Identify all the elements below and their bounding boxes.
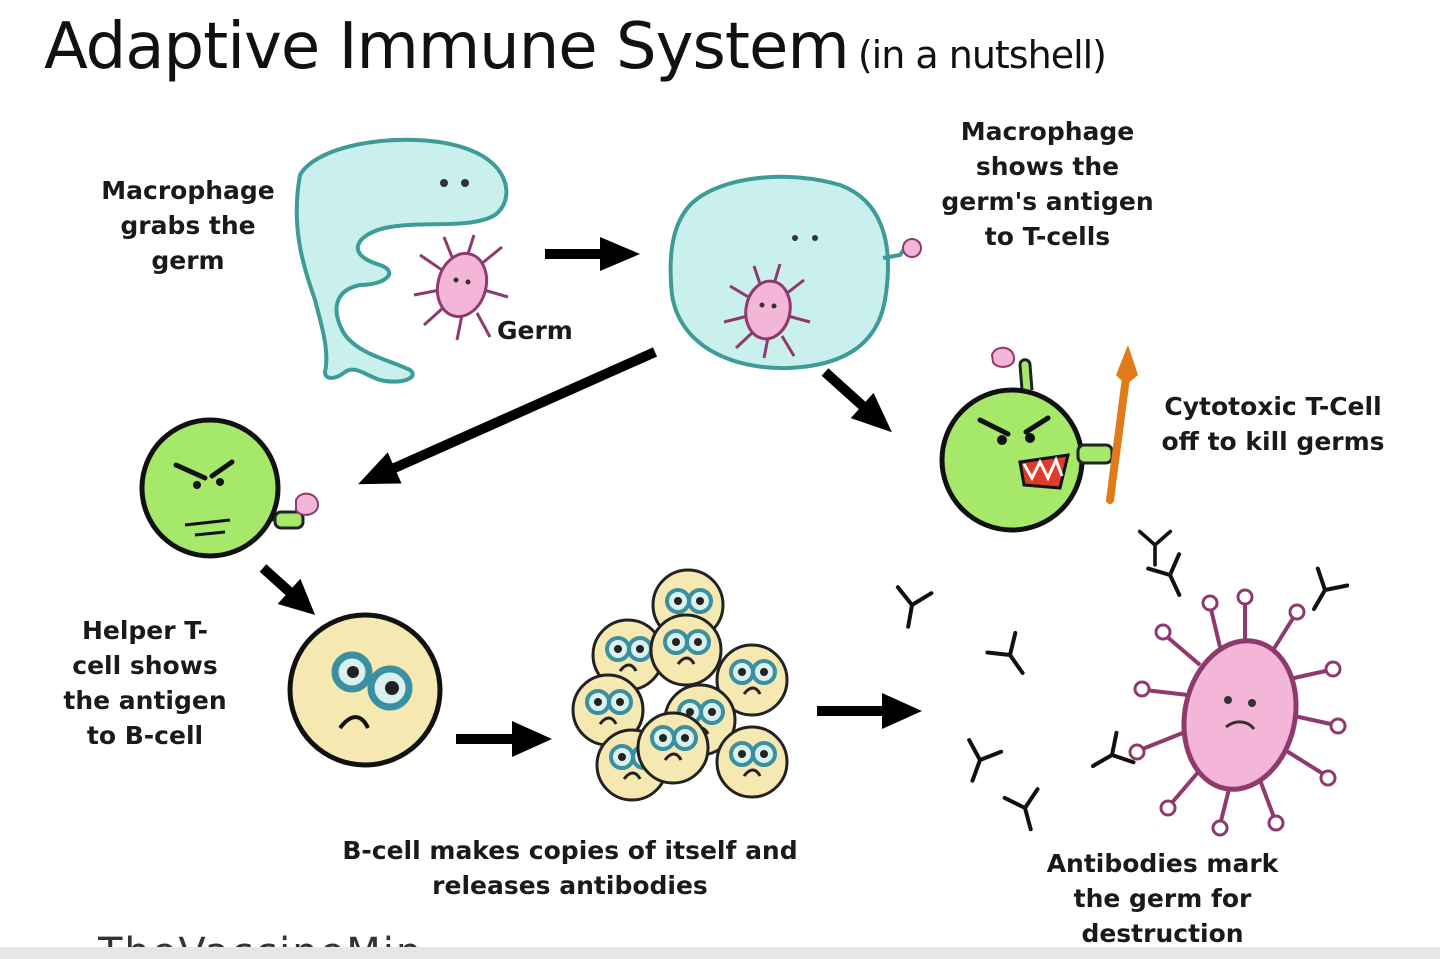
label-macrophage-grabs: Macrophage grabs the germ [101, 176, 275, 275]
label-germ: Germ [497, 316, 573, 345]
flow-arrows [259, 237, 922, 757]
arrow-clones-to-antibodies [817, 693, 922, 729]
label-antibodies-mark: Antibodies mark the germ for destruction [1046, 849, 1279, 948]
title-subtitle: (in a nutshell) [857, 33, 1107, 77]
macrophage-presenting-icon [668, 174, 922, 371]
bottom-edge [0, 947, 1440, 959]
title-main: Adaptive Immune System [44, 10, 850, 84]
b-cell-clones-icon [571, 568, 789, 802]
arrow-present-to-helper [358, 347, 658, 485]
diagram-title: Adaptive Immune System (in a nutshell) [44, 10, 1107, 84]
cytotoxic-t-cell-icon [939, 345, 1138, 533]
watermark: TheVaccineMin [98, 930, 423, 948]
label-bcell-copies: B-cell makes copies of itself and releas… [342, 836, 798, 900]
helper-t-cell-icon [139, 417, 320, 559]
macrophage-grabbing-icon [294, 137, 509, 384]
arrow-bcell-to-clones [456, 721, 552, 757]
arrow-helper-to-bcell [259, 564, 316, 615]
arrow-present-to-cytotoxic [821, 368, 892, 433]
engulfed-germ-icon [723, 263, 811, 359]
marked-germ-icon [1128, 588, 1347, 837]
b-cell-icon [287, 612, 443, 768]
label-cytotoxic: Cytotoxic T-Cell off to kill germs [1161, 392, 1385, 456]
label-macrophage-shows: Macrophage shows the germ's antigen to T… [941, 117, 1154, 251]
label-helper-t-cell: Helper T- cell shows the antigen to B-ce… [63, 616, 227, 750]
germ-icon [413, 234, 509, 341]
arrow-grab-to-present [545, 237, 640, 271]
